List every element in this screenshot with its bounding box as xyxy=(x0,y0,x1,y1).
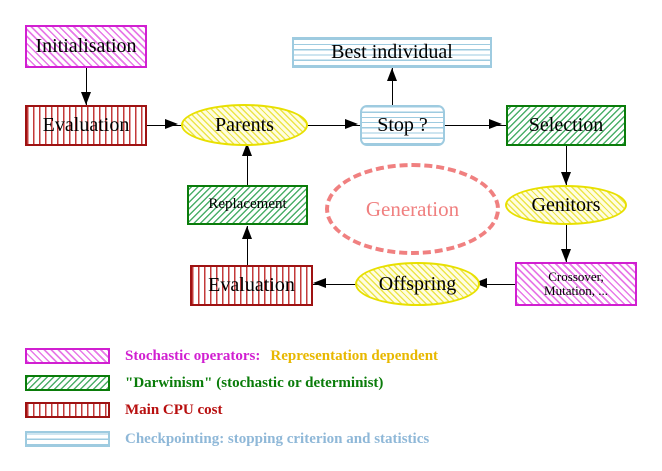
edge-crossover-to-offspring xyxy=(474,284,517,285)
node-initialisation[interactable]: Initialisation xyxy=(25,25,147,68)
edge-offspring-to-evaluation xyxy=(313,284,359,285)
node-crossover-mutation[interactable]: Crossover, Mutation, ... xyxy=(515,262,637,306)
node-offspring-label: Offspring xyxy=(378,272,457,295)
node-selection-label: Selection xyxy=(528,114,604,136)
arrowhead-crossover-to-offspring xyxy=(474,278,487,288)
node-generation-loop: Generation xyxy=(325,163,500,255)
legend-row-main-cpu-cost: Main CPU cost xyxy=(25,399,223,421)
arrowhead-stop-to-best-individual xyxy=(387,68,397,81)
arrowhead-genitors-to-crossover xyxy=(561,249,571,262)
node-offspring[interactable]: Offspring xyxy=(355,262,480,306)
node-genitors[interactable]: Genitors xyxy=(505,185,627,225)
edge-selection-to-genitors xyxy=(566,145,567,187)
node-crossover-mutation-label-line2: Mutation, ... xyxy=(544,283,608,298)
legend-swatch-blue-horizontal-hatch xyxy=(25,431,110,447)
node-replacement[interactable]: Replacement xyxy=(187,185,308,225)
node-replacement-label: Replacement xyxy=(208,196,287,213)
edge-evaluation-to-replacement xyxy=(247,226,248,268)
node-evaluation-bottom-label: Evaluation xyxy=(208,274,295,296)
node-best-individual-label: Best individual xyxy=(331,41,453,63)
legend-row-stochastic: Stochastic operators: Representation depe… xyxy=(25,345,438,367)
arrowhead-stop-to-selection xyxy=(489,119,502,129)
arrowhead-replacement-to-parents xyxy=(242,143,252,156)
arrowhead-initialisation-to-evaluation xyxy=(81,92,91,105)
legend-label-stochastic-operators: Stochastic operators: xyxy=(125,347,261,364)
legend-text-checkpointing: Checkpointing: stopping criterion and st… xyxy=(125,431,429,448)
node-parents[interactable]: Parents xyxy=(181,104,308,146)
edge-stop-to-selection xyxy=(445,125,507,126)
node-initialisation-label: Initialisation xyxy=(35,35,137,57)
legend-swatch-magenta-diagonal-hatch xyxy=(25,348,110,364)
node-crossover-mutation-label-line1: Crossover, xyxy=(548,269,604,285)
legend-text-darwinism: "Darwinism" (stochastic or determinist) xyxy=(125,375,383,392)
legend-swatch-red-vertical-hatch xyxy=(25,402,110,418)
node-best-individual[interactable]: Best individual xyxy=(292,37,492,68)
edge-parents-to-stop xyxy=(308,125,362,126)
edge-replacement-to-parents xyxy=(247,143,248,187)
node-parents-label: Parents xyxy=(215,113,274,136)
edge-initialisation-to-evaluation xyxy=(86,66,87,108)
node-selection[interactable]: Selection xyxy=(506,105,626,146)
legend-label-main-cpu-cost: Main CPU cost xyxy=(125,401,223,418)
legend-label-darwinism: "Darwinism" (stochastic or determinist) xyxy=(125,374,384,391)
node-stop[interactable]: Stop ? xyxy=(360,105,445,146)
legend-row-darwinism: "Darwinism" (stochastic or determinist) xyxy=(25,372,383,394)
node-evaluation-top[interactable]: Evaluation xyxy=(25,105,147,146)
legend-row-checkpointing: Checkpointing: stopping criterion and st… xyxy=(25,428,429,450)
node-evaluation-top-label: Evaluation xyxy=(42,114,130,136)
legend-text-stochastic: Stochastic operators: Representation depe… xyxy=(125,348,438,365)
node-generation-label: Generation xyxy=(365,196,460,221)
node-genitors-label: Genitors xyxy=(531,193,601,216)
legend-swatch-green-diagonal-hatch xyxy=(25,375,110,391)
arrowhead-selection-to-genitors xyxy=(561,172,571,185)
arrowhead-evaluation-to-parents xyxy=(165,119,178,129)
legend-text-main-cpu-cost: Main CPU cost xyxy=(125,402,223,419)
node-evaluation-bottom[interactable]: Evaluation xyxy=(190,265,313,306)
edge-genitors-to-crossover xyxy=(566,224,567,264)
arrowhead-offspring-to-evaluation xyxy=(313,278,326,288)
node-stop-label: Stop ? xyxy=(377,114,428,136)
legend-label-checkpointing: Checkpointing: stopping criterion and st… xyxy=(125,430,430,447)
legend-label-representation-dependent: Representation dependent xyxy=(270,347,439,364)
arrowhead-parents-to-stop xyxy=(345,119,358,129)
arrowhead-evaluation-to-replacement xyxy=(242,226,252,239)
edge-stop-to-best-individual xyxy=(392,68,393,108)
